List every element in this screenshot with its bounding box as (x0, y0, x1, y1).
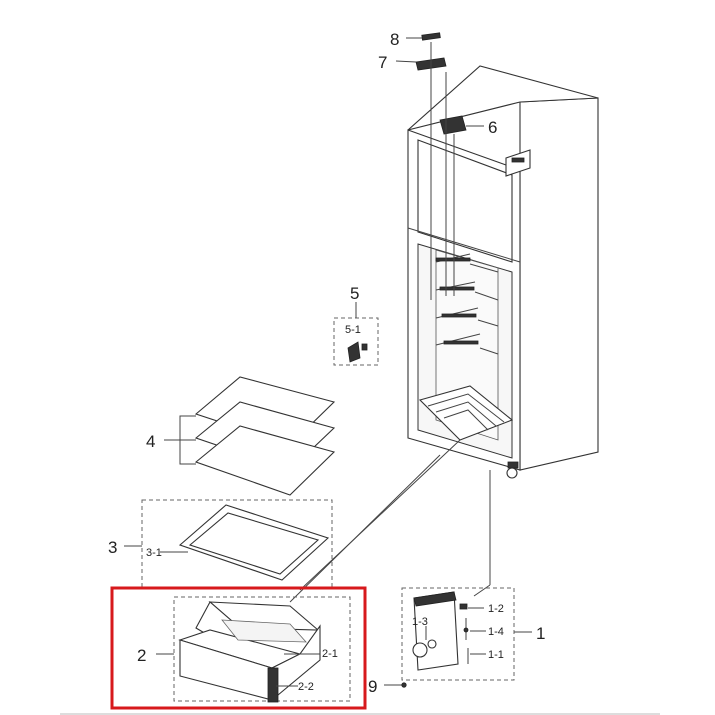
highlight-box (110, 586, 367, 710)
label-1-1: 1-1 (488, 649, 504, 661)
part-1-housing-group (401, 587, 532, 681)
label-2-2: 2-2 (298, 681, 314, 693)
label-1-3: 1-3 (412, 616, 428, 628)
part-4-glass-shelves (164, 376, 336, 496)
refrigerator-body (407, 65, 599, 479)
label-1-4: 1-4 (488, 626, 504, 638)
label-3: 3 (108, 538, 117, 557)
label-6: 6 (488, 118, 497, 137)
label-5-1: 5-1 (345, 324, 361, 336)
label-9: 9 (368, 677, 377, 696)
part-5-group (333, 302, 379, 366)
part-8-hinge-cap (421, 32, 441, 41)
part-3-crisper-cover (124, 499, 333, 589)
label-4: 4 (146, 432, 155, 451)
label-8: 8 (390, 30, 399, 49)
label-2-1: 2-1 (322, 648, 338, 660)
label-1-2: 1-2 (488, 603, 504, 615)
label-2: 2 (137, 646, 146, 665)
part-2-crisper-drawer (110, 586, 367, 710)
label-3-1: 3-1 (146, 547, 162, 559)
part-9-screw (384, 682, 407, 688)
label-7: 7 (378, 53, 387, 72)
label-5: 5 (350, 284, 359, 303)
label-1: 1 (536, 624, 545, 643)
